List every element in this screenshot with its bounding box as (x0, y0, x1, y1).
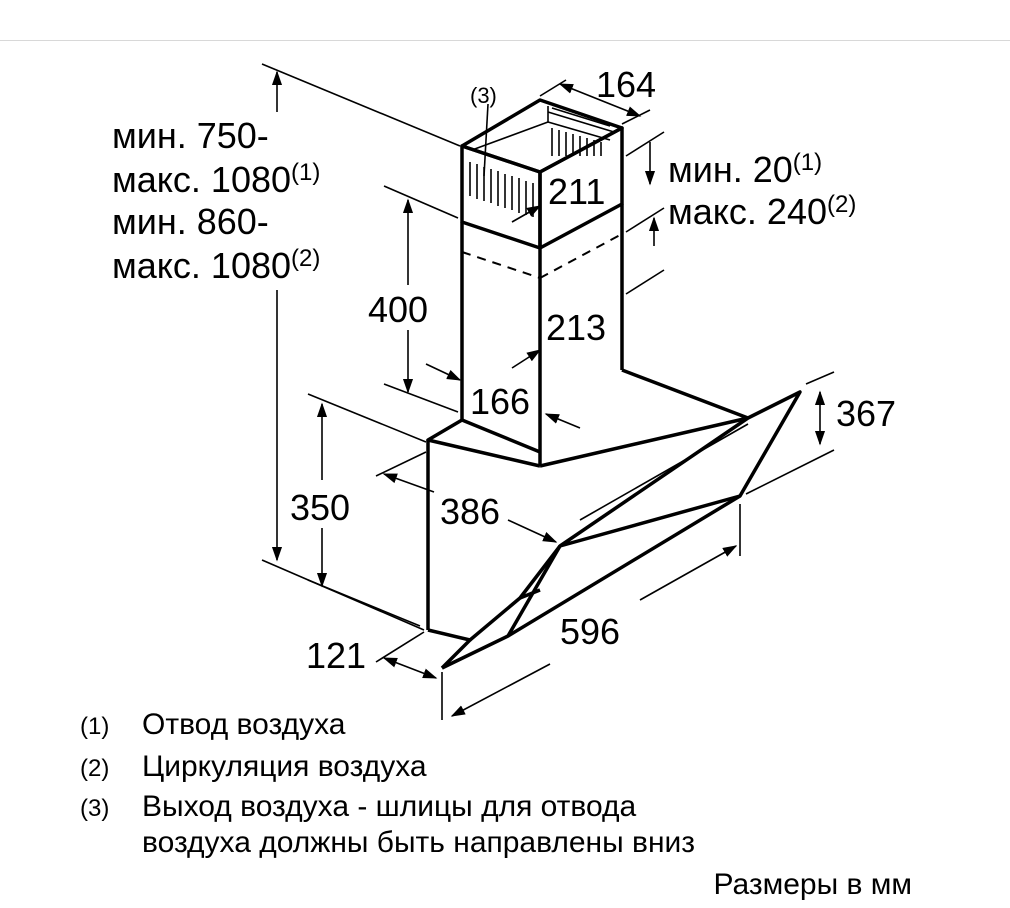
outlet-callout: (3) (470, 83, 497, 108)
hood-body (426, 368, 802, 670)
dim-duct-depth-lower: 213 (546, 307, 606, 348)
dim-glass-height: 367 (836, 393, 896, 434)
height-total-line2-note: (1) (291, 159, 320, 186)
dimension-lines (261, 63, 835, 720)
legend-3-text: Выход воздуха - шлицы для отвода (142, 790, 637, 823)
gap-max-value: макс. 240 (668, 191, 827, 232)
dim-hood-depth: 386 (440, 491, 500, 532)
dim-bottom-offset: 121 (306, 635, 366, 676)
gap-min: мин. 20(1) (668, 149, 822, 190)
dim-hood-width: 596 (560, 611, 620, 652)
gap-max-note: (2) (827, 191, 856, 218)
top-header-band (0, 0, 1010, 41)
height-total-line1: мин. 750- (112, 115, 269, 156)
dim-duct-width-lower: 166 (470, 381, 530, 422)
dim-duct-inner-height: 400 (368, 289, 428, 330)
dim-duct-width-top: 164 (596, 64, 656, 105)
dim-duct-depth-upper: 211 (548, 171, 605, 212)
height-total-line4-note: (2) (291, 245, 320, 272)
height-total-line4-value: макс. 1080 (112, 245, 291, 286)
gap-max: макс. 240(2) (668, 191, 856, 232)
legend-2-num: (2) (80, 755, 109, 782)
dim-hood-height: 350 (290, 487, 350, 528)
legend-2-text: Циркуляция воздуха (142, 750, 427, 783)
units-note: Размеры в мм (713, 868, 912, 901)
gap-min-note: (1) (793, 149, 822, 176)
legend-1-num: (1) (80, 713, 109, 740)
legend-1-text: Отвод воздуха (142, 708, 346, 741)
legend-3-text-line2: воздуха должны быть направлены вниз (142, 826, 695, 859)
gap-min-value: мин. 20 (668, 149, 793, 190)
height-total-line3: мин. 860- (112, 201, 269, 242)
height-total-line4: макс. 1080(2) (112, 245, 320, 286)
legend-3-num: (3) (80, 795, 109, 822)
height-total-line2: макс. 1080(1) (112, 159, 320, 200)
height-total-line2-value: макс. 1080 (112, 159, 291, 200)
dimension-labels: мин. 750- макс. 1080(1) мин. 860- макс. … (112, 64, 896, 676)
legend: (1) Отвод воздуха (2) Циркуляция воздуха… (80, 708, 695, 859)
